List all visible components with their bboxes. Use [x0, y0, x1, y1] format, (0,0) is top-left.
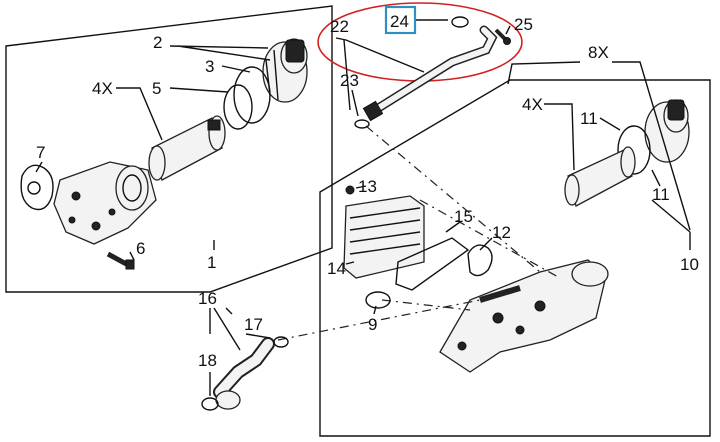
callout-4x-left: 4X	[92, 79, 113, 98]
callout-22: 22	[330, 17, 349, 36]
callout-17: 17	[244, 315, 263, 334]
filter-cartridge-right	[564, 146, 636, 207]
callout-1: 1	[207, 253, 216, 272]
callout-5: 5	[152, 79, 161, 98]
oring-18	[201, 397, 219, 411]
callout-14: 14	[327, 259, 346, 278]
callout-4x-right: 4X	[522, 95, 543, 114]
oring-11-right	[617, 125, 651, 175]
callout-23: 23	[340, 71, 359, 90]
bolt-6	[106, 251, 135, 270]
callout-18: 18	[198, 351, 217, 370]
callout-12: 12	[492, 223, 511, 242]
callout-25: 25	[514, 15, 533, 34]
oil-module-housing	[439, 259, 609, 373]
callout-11-top: 11	[580, 109, 598, 128]
oring-17	[273, 336, 289, 348]
oil-filter-cap	[262, 38, 308, 103]
oil-cooler-14	[343, 195, 425, 279]
filter-housing	[53, 161, 157, 245]
callout-11-bottom: 11	[652, 185, 670, 204]
oring-5	[223, 84, 253, 130]
callout-16: 16	[198, 289, 217, 308]
callout-7: 7	[36, 143, 45, 162]
highlight-box-24	[384, 5, 417, 35]
callout-10: 10	[680, 255, 699, 274]
gasket-15	[395, 237, 470, 291]
left-panel-frame	[5, 5, 333, 293]
oring-9	[365, 291, 391, 309]
oring-3	[233, 66, 271, 124]
pipe-22	[362, 25, 498, 122]
gasket-7	[20, 164, 54, 211]
clip-23	[354, 119, 370, 129]
filter-cartridge-left	[148, 115, 226, 181]
callout-6: 6	[136, 239, 145, 258]
gasket-12	[467, 244, 493, 277]
bolt-13	[345, 185, 355, 195]
hose-16	[213, 337, 275, 410]
right-panel-frame	[319, 79, 711, 437]
callout-9: 9	[368, 315, 377, 334]
callout-13: 13	[358, 177, 377, 196]
oring-24	[451, 16, 469, 28]
callout-15: 15	[454, 207, 473, 226]
bolt-25	[494, 28, 511, 45]
callout-24: 24	[390, 12, 409, 31]
callout-2: 2	[153, 33, 162, 52]
callout-8x: 8X	[588, 43, 609, 62]
callout-3: 3	[205, 57, 214, 76]
